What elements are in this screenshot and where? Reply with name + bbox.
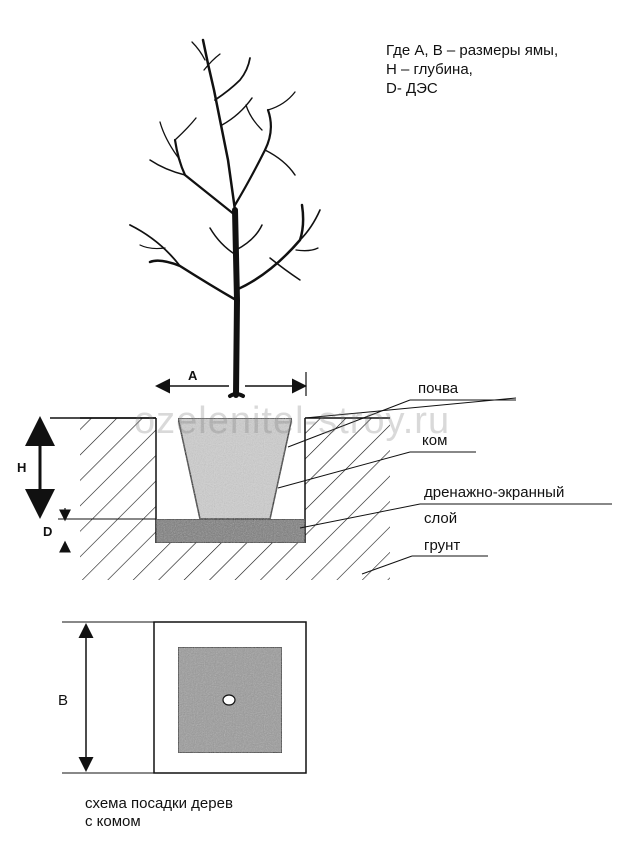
drainage-label-line-2: слой [424, 510, 458, 527]
dimension-h-label: Н [17, 460, 27, 475]
dimension-b-label: В [58, 692, 69, 709]
legend-line-1: Где А, В – размеры ямы, [386, 42, 559, 59]
tree-illustration [129, 38, 321, 398]
drainage-label-line-1: дренажно-экранный [424, 484, 565, 501]
dimension-a-label: А [188, 368, 198, 383]
soil-label: почва [418, 380, 459, 397]
dimension-d [58, 508, 156, 553]
legend-line-3: D- ДЭС [386, 80, 438, 97]
rootball-label: ком [422, 432, 448, 449]
callout-lines [277, 399, 612, 575]
dimension-a [155, 372, 307, 396]
plan-view [62, 621, 307, 774]
caption-line-1: схема посадки дерев [85, 795, 233, 812]
ground-label: грунт [424, 537, 461, 554]
legend-line-2: Н – глубина, [386, 61, 473, 78]
caption-line-2: с комом [85, 813, 141, 830]
dimension-d-label: D [43, 524, 53, 539]
watermark-text: ozelenitel-stroy.ru [134, 400, 451, 442]
drainage-layer [155, 518, 306, 544]
